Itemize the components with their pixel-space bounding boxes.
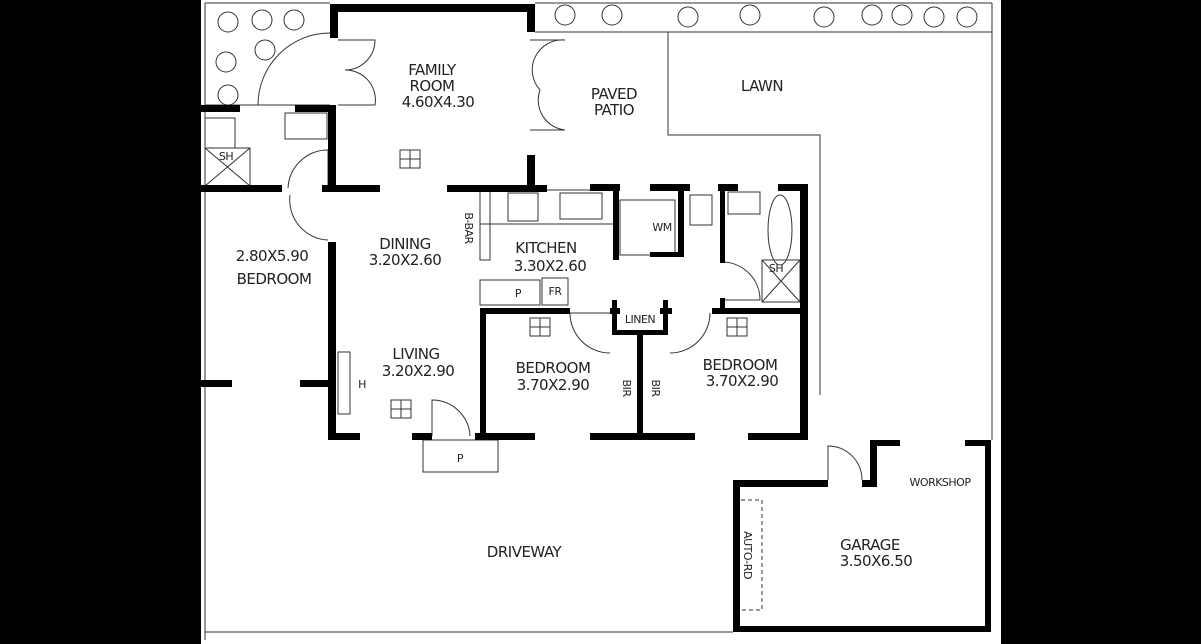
- garage-size: 3.50X6.50: [840, 552, 913, 570]
- tree-icon: [554, 4, 576, 26]
- tree-icon: [283, 9, 305, 31]
- bedroom-mid-size: 3.70X2.90: [517, 376, 590, 394]
- lawn-label: LAWN: [741, 77, 783, 95]
- tree-icon: [923, 6, 945, 28]
- living-size: 3.20X2.90: [382, 362, 455, 380]
- ceiling-vents: [390, 149, 748, 419]
- bedroom-right-size: 3.70X2.90: [706, 372, 779, 390]
- dining-size: 3.20X2.60: [369, 251, 442, 269]
- family-room-size: 4.60X4.30: [402, 93, 475, 111]
- tree-icon: [215, 51, 237, 73]
- washing-machine-label: WM: [652, 221, 671, 234]
- tree-icon: [251, 9, 273, 31]
- bedroom-mid-label: BEDROOM: [516, 359, 591, 377]
- kitchen-size: 3.30X2.60: [514, 257, 587, 275]
- site-boundaries: [204, 2, 993, 640]
- tree-icon: [956, 6, 978, 28]
- kitchen-label: KITCHEN: [515, 239, 577, 257]
- family-room-label: FAMILY: [408, 61, 457, 79]
- shower-left-label: SH: [219, 150, 233, 163]
- living-label: LIVING: [392, 345, 439, 363]
- tree-icon: [601, 4, 623, 26]
- breakfast-bar-label: B-BAR: [462, 212, 475, 244]
- shower-right-label: SH: [769, 262, 783, 275]
- tree-icon: [217, 11, 239, 33]
- linen-label: LINEN: [625, 313, 656, 326]
- robe-1-label: BIR: [620, 380, 633, 398]
- tree-icon: [739, 4, 761, 26]
- auto-door-label: AUTO-RD: [741, 531, 754, 579]
- driveway-label: DRIVEWAY: [487, 543, 563, 561]
- tree-icon: [813, 6, 835, 28]
- bedroom-left-label: BEDROOM: [237, 270, 312, 288]
- heater-label: H: [358, 378, 366, 391]
- dining-label: DINING: [379, 235, 430, 253]
- tree-icon: [891, 4, 913, 26]
- garage-label: GARAGE: [840, 536, 900, 554]
- workshop-label: WORKSHOP: [910, 476, 972, 489]
- fridge-label: FR: [549, 285, 563, 298]
- patio-label: PAVED: [591, 85, 637, 103]
- tree-icon: [254, 39, 276, 61]
- tree-icon: [861, 4, 883, 26]
- bedroom-right-label: BEDROOM: [703, 356, 778, 374]
- trees: [215, 4, 978, 106]
- bedroom-left-size: 2.80X5.90: [236, 247, 309, 265]
- pantry-label: P: [515, 287, 522, 300]
- tree-icon: [677, 6, 699, 28]
- robe-2-label: BIR: [649, 380, 662, 398]
- porch-label: P: [457, 452, 464, 465]
- family-room-label-2: ROOM: [410, 77, 455, 95]
- patio-label-2: PATIO: [594, 101, 634, 119]
